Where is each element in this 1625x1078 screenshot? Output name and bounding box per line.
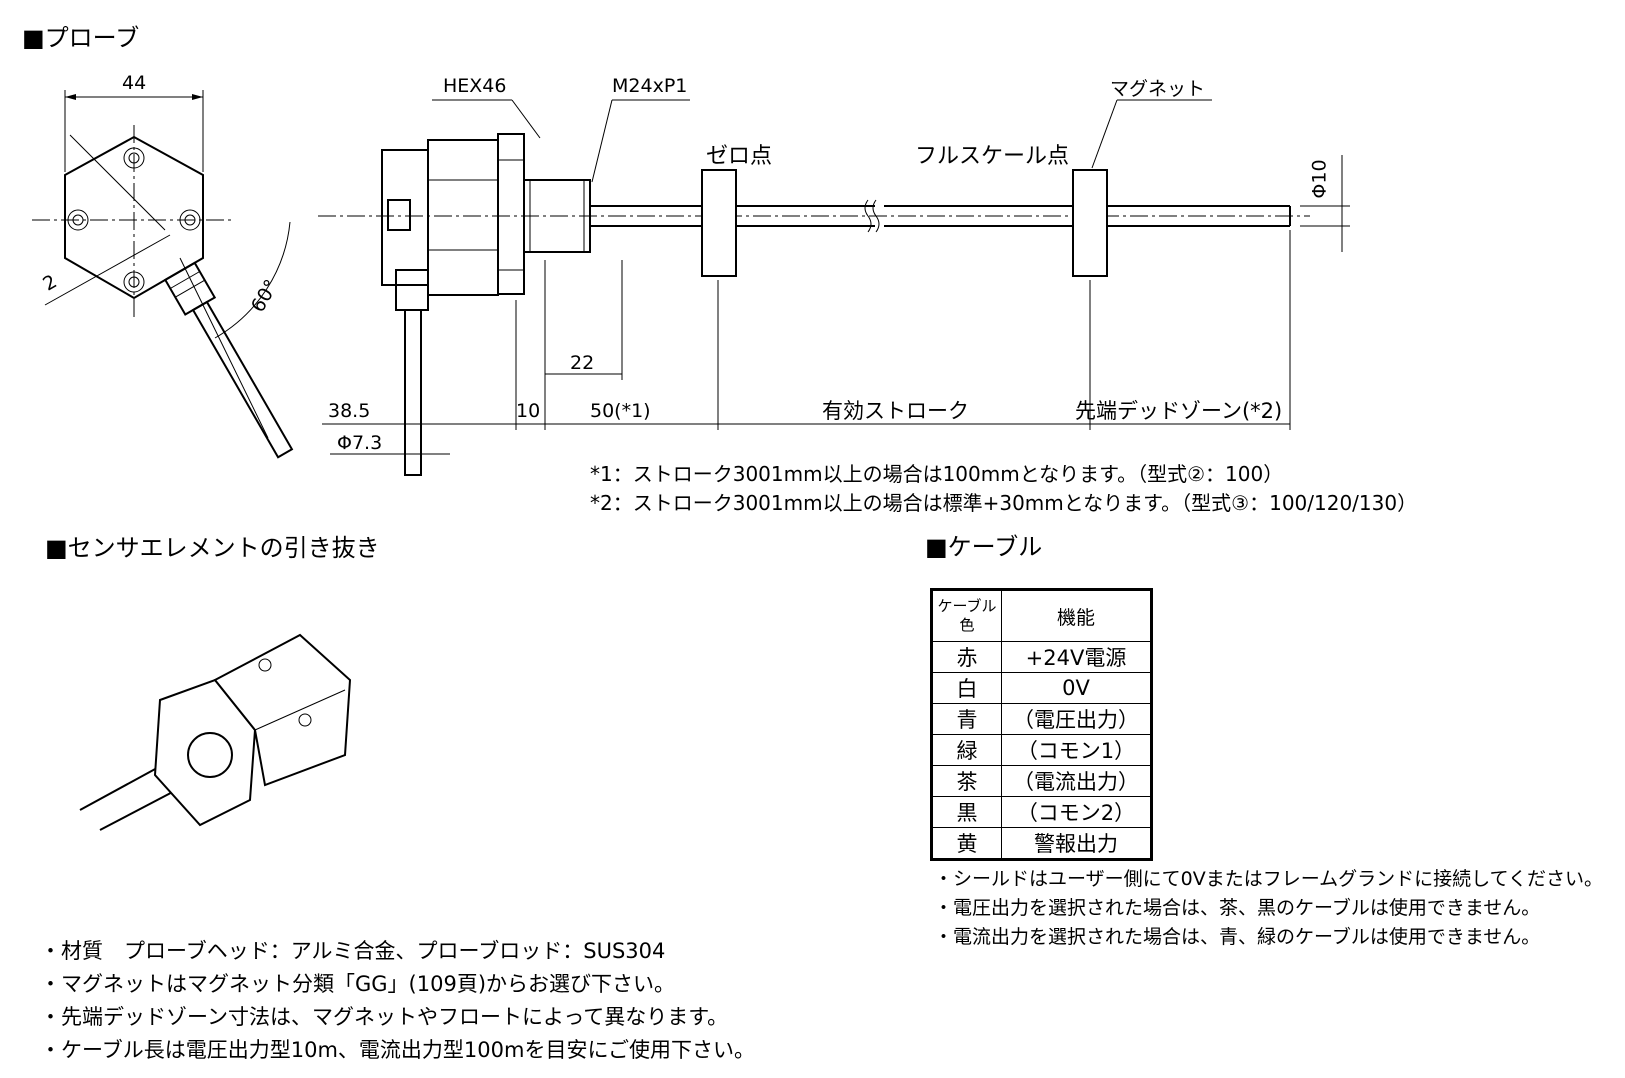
table-row: 緑（コモン1） — [932, 734, 1151, 766]
cell-color: 赤 — [932, 641, 1002, 673]
probe-heading: ■プローブ — [22, 24, 140, 52]
cell-function: （コモン1） — [1001, 734, 1151, 766]
label-thread: M24xP1 — [612, 75, 688, 97]
cell-color: 黄 — [932, 827, 1002, 859]
dim-38-5: 38.5 — [328, 400, 371, 422]
cell-function: （コモン2） — [1001, 796, 1151, 828]
label-hex46: HEX46 — [443, 75, 507, 97]
general-note-3: ・先端デッドゾーン寸法は、マグネットやフロートによって異なります。 — [40, 1005, 729, 1029]
footnote-2: *2：ストローク3001mm以上の場合は標準+30mmとなります。（型式③：10… — [590, 491, 1418, 515]
cell-color: 緑 — [932, 734, 1002, 766]
table-row: 黄警報出力 — [932, 827, 1151, 859]
dim-phi7-3: Φ7.3 — [337, 432, 383, 454]
table-row: 赤+24V電源 — [932, 641, 1151, 673]
cable-note-2: ・電圧出力を選択された場合は、茶、黒のケーブルは使用できません。 — [934, 897, 1541, 919]
cell-color: 青 — [932, 703, 1002, 735]
cell-function: （電流出力） — [1001, 765, 1151, 797]
cell-function: （電圧出力） — [1001, 703, 1151, 735]
cable-table-header: ケーブル色 機能 — [932, 590, 1151, 642]
probe-side-view — [318, 99, 1350, 476]
dim-dead-zone: 先端デッドゾーン(*2) — [1075, 399, 1283, 423]
cell-function: +24V電源 — [1001, 641, 1151, 673]
footnote-1: *1：ストローク3001mm以上の場合は100mmとなります。（型式②：100） — [590, 462, 1284, 486]
cable-heading: ■ケーブル — [925, 533, 1043, 561]
general-note-4: ・ケーブル長は電圧出力型10m、電流出力型100mを目安にご使用下さい。 — [40, 1038, 756, 1062]
cable-note-1: ・シールドはユーザー側にて0Vまたはフレームグランドに接続してください。 — [934, 868, 1603, 890]
cell-color: 白 — [932, 672, 1002, 704]
label-magnet: マグネット — [1110, 78, 1206, 100]
label-zero-point: ゼロ点 — [706, 144, 773, 169]
pullout-heading: ■センサエレメントの引き抜き — [45, 534, 380, 562]
dim-50: 50(*1) — [590, 400, 651, 422]
general-note-1: ・材質 プローブヘッド：アルミ合金、プローブロッド：SUS304 — [40, 939, 666, 963]
cell-color: 黒 — [932, 796, 1002, 828]
dim-44: 44 — [122, 72, 147, 94]
dim-effective-stroke: 有効ストローク — [822, 399, 969, 423]
cell-color: 茶 — [932, 765, 1002, 797]
table-row: 茶（電流出力） — [932, 765, 1151, 797]
general-note-2: ・マグネットはマグネット分類「GG」(109頁)からお選び下さい。 — [40, 972, 676, 996]
cell-function: 警報出力 — [1001, 827, 1151, 859]
dim-10: 10 — [516, 400, 541, 422]
dim-22: 22 — [570, 352, 595, 374]
header-cable-color: ケーブル色 — [932, 590, 1002, 642]
dim-phi10: Φ10 — [1308, 159, 1331, 199]
table-row: 青（電圧出力） — [932, 703, 1151, 735]
header-function: 機能 — [1001, 590, 1151, 642]
cable-note-3: ・電流出力を選択された場合は、青、緑のケーブルは使用できません。 — [934, 926, 1541, 948]
hex-front-view — [32, 90, 294, 459]
table-row: 黒（コモン2） — [932, 796, 1151, 828]
label-full-scale: フルスケール点 — [915, 144, 1070, 169]
cell-function: 0V — [1001, 672, 1151, 704]
pullout-illustration — [79, 633, 352, 831]
